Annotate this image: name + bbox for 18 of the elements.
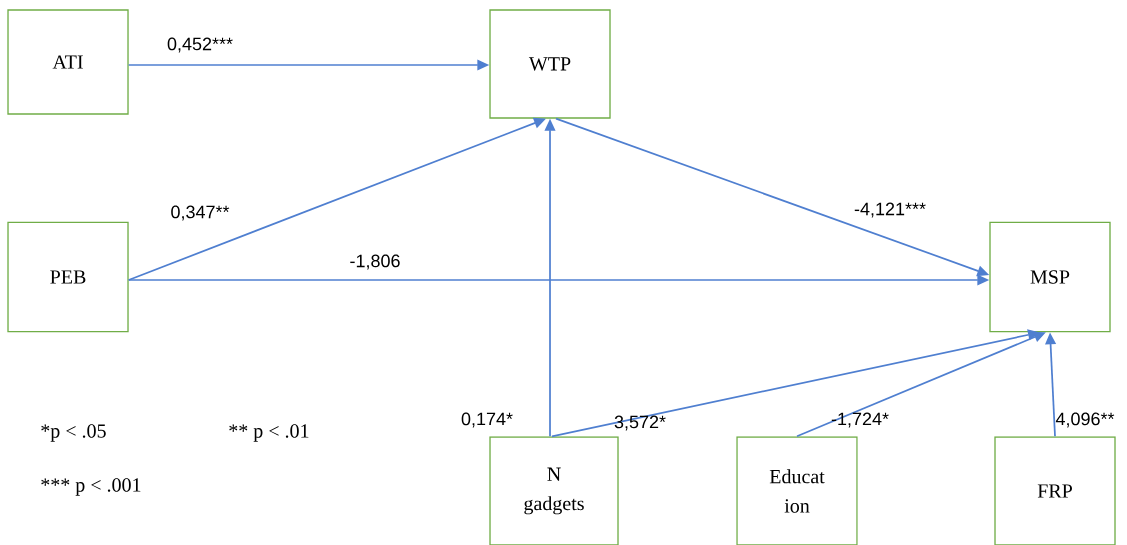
edge-label: -1,724* [831,412,889,428]
variable-box: ATI [7,9,129,115]
edge-label: 0,347** [171,205,230,221]
variable-box: PEB [7,221,129,333]
variable-box: FRP [994,436,1116,545]
edge-label: -4,121*** [854,202,926,218]
edge-label: 3,572* [614,415,666,431]
variable-box: MSP [989,221,1111,333]
edge-label: -1,806 [350,254,400,270]
edge-label: 0,174* [461,412,513,428]
edge-label: 4,096** [1055,412,1115,428]
variable-box: Educat ion [736,436,858,545]
edge-label: 0,452*** [167,37,233,53]
significance-note: ** p < .01 [229,424,309,442]
variable-box: WTP [489,9,611,119]
significance-note: *p < .05 [41,424,106,442]
significance-note: *** p < .001 [41,478,141,496]
variable-box: N gadgets [489,436,619,545]
